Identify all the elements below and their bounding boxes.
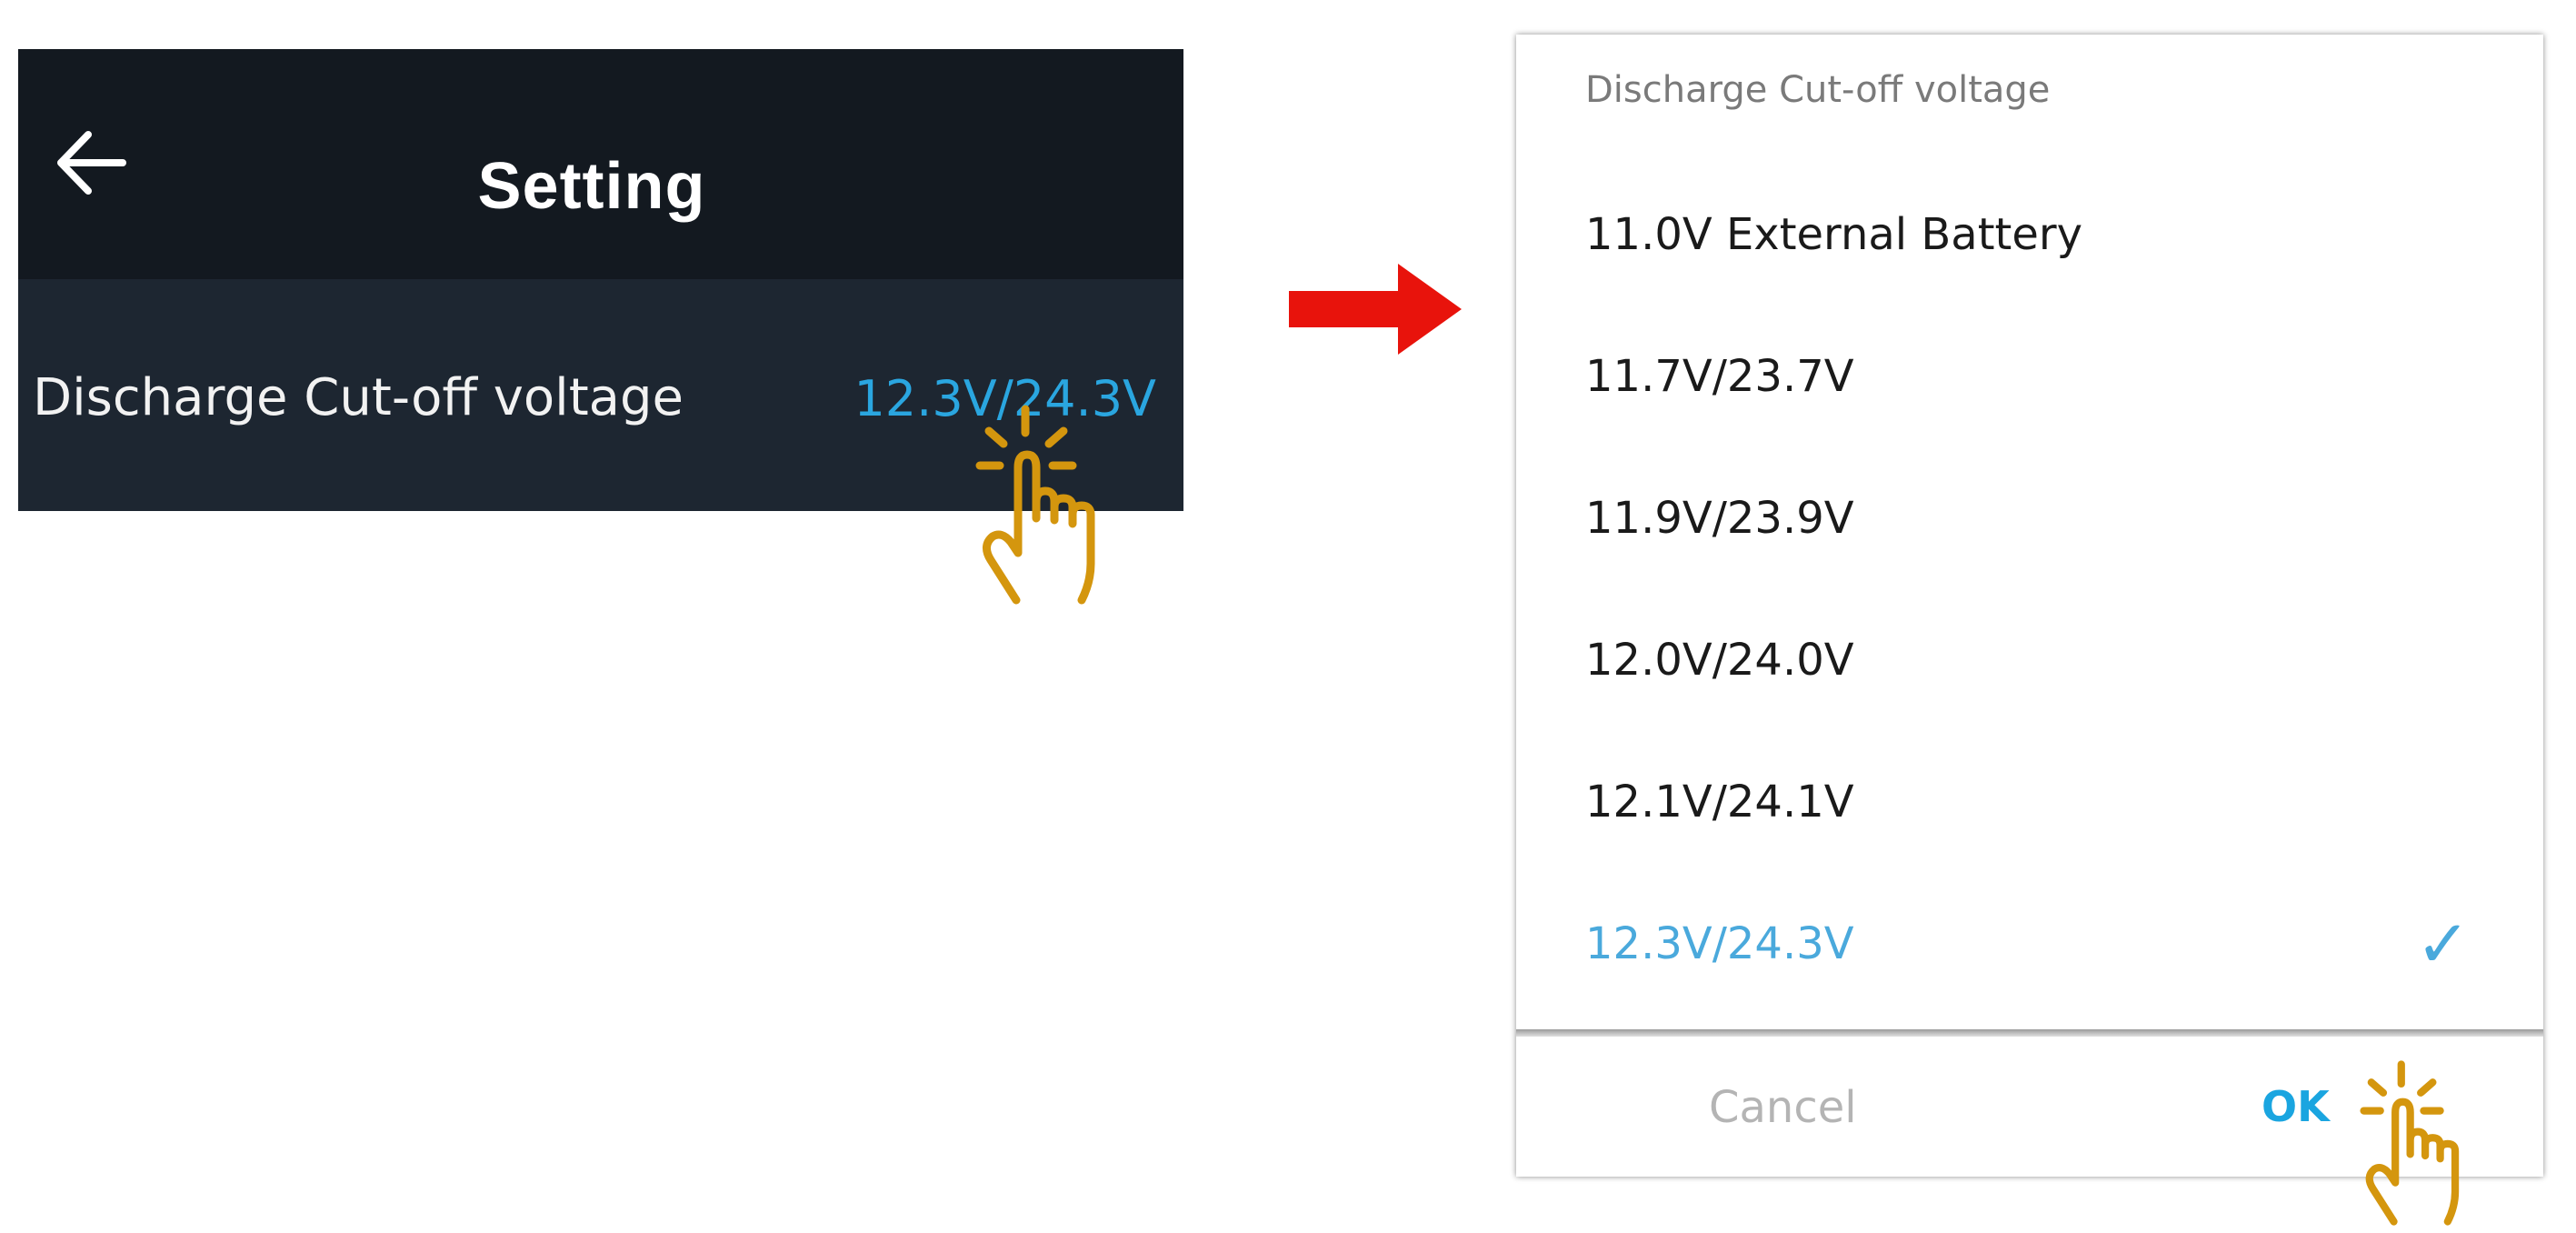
option-item[interactable]: 12.1V/24.1V — [1516, 738, 2543, 880]
back-button[interactable] — [50, 122, 132, 204]
option-label: 11.9V/23.9V — [1585, 493, 1854, 544]
option-label: 11.0V External Battery — [1585, 209, 2083, 260]
option-label: 12.1V/24.1V — [1585, 777, 1854, 827]
setting-row-label: Discharge Cut-off voltage — [33, 368, 684, 427]
cancel-button[interactable]: Cancel — [1709, 1082, 1857, 1133]
option-item[interactable]: 12.0V/24.0V — [1516, 596, 2543, 738]
tap-hand-icon — [2358, 1057, 2485, 1229]
setting-screen: Setting Discharge Cut-off voltage 12.3V/… — [18, 49, 1183, 511]
ok-button[interactable]: OK — [2261, 1082, 2330, 1131]
dialog-title: Discharge Cut-off voltage — [1585, 69, 2051, 111]
option-label: 12.3V/24.3V — [1585, 918, 1854, 969]
voltage-picker-dialog: Discharge Cut-off voltage 11.0V External… — [1516, 35, 2543, 1177]
dialog-buttons: Cancel OK — [1516, 1037, 2543, 1177]
option-item-selected[interactable]: 12.3V/24.3V ✓ — [1516, 880, 2543, 1022]
option-list: 11.0V External Battery 11.7V/23.7V 11.9V… — [1516, 171, 2543, 1022]
setting-row-value[interactable]: 12.3V/24.3V — [854, 370, 1156, 427]
dialog-divider — [1516, 1029, 2543, 1037]
option-label: 12.0V/24.0V — [1585, 635, 1854, 686]
setting-header: Setting — [18, 49, 1183, 279]
option-item[interactable]: 11.9V/23.9V — [1516, 455, 2543, 596]
check-icon: ✓ — [2415, 906, 2471, 982]
option-item[interactable]: 11.7V/23.7V — [1516, 313, 2543, 455]
right-arrow-icon — [1289, 264, 1462, 355]
page-title: Setting — [477, 150, 706, 223]
option-item[interactable]: 11.0V External Battery — [1516, 171, 2543, 313]
option-label: 11.7V/23.7V — [1585, 351, 1854, 402]
tap-hand-icon — [973, 400, 1127, 609]
discharge-cutoff-setting-row[interactable]: Discharge Cut-off voltage 12.3V/24.3V — [18, 279, 1183, 511]
arrow-left-icon — [57, 131, 126, 195]
